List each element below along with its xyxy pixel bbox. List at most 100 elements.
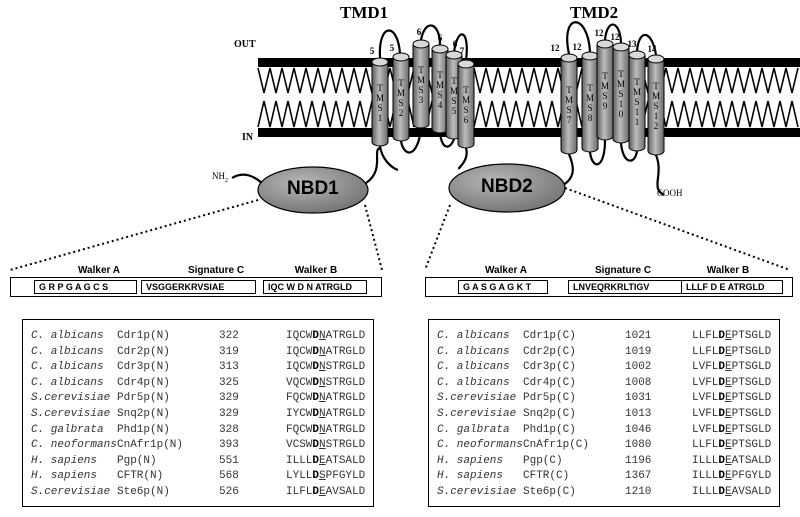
helix-label-char: 1 — [378, 113, 383, 123]
species-cell: H. sapiens — [31, 470, 98, 483]
adjacent-residue: N — [319, 361, 326, 374]
protein-cell: Cdr3p(N) — [117, 361, 170, 374]
loop — [365, 146, 381, 184]
protein-cell: Cdr3p(C) — [523, 361, 576, 374]
adjacent-residue: E — [725, 392, 732, 405]
species-cell: C. neoformans — [31, 439, 117, 452]
helix-label-char: 2 — [399, 108, 404, 118]
sequence-cell: LLFLDEPTSGLD — [692, 345, 772, 358]
walker-b-aspartate: D — [312, 392, 320, 405]
protein-cell: Cdr2p(N) — [117, 345, 170, 358]
loop — [452, 33, 468, 61]
walker-b-aspartate: D — [312, 376, 320, 389]
protein-cell: Snq2p(C) — [523, 408, 576, 420]
helix-number: 6 — [438, 33, 443, 43]
protein-cell: Snq2p(N) — [117, 408, 170, 420]
sequence-cell: VQCWDNSTRGLD — [286, 376, 366, 389]
position-cell: 551 — [219, 454, 239, 467]
walker-a-sequence-n: G R P G A G C S — [34, 280, 137, 294]
c-terminus-label: COOH — [657, 188, 683, 198]
transmembrane-helices: TMS15TMS25TMS36TMS46TMS56TMS67TMS712TMS8… — [370, 27, 665, 156]
adjacent-residue: E — [319, 486, 326, 498]
helix-label-char: M — [617, 79, 625, 89]
walker-b-aspartate: D — [312, 408, 320, 420]
position-cell: 319 — [219, 345, 239, 358]
helix-label-char: M — [462, 95, 470, 105]
loop — [231, 173, 263, 184]
helix-number: 6 — [453, 39, 458, 49]
helix-label-char: M — [633, 87, 641, 97]
helix-number: 12 — [551, 43, 561, 53]
walker-b-aspartate: D — [718, 345, 726, 358]
loop — [635, 33, 658, 56]
walker-b-aspartate: D — [718, 439, 726, 452]
helix-label-char: S — [634, 97, 639, 107]
walker-b-aspartate: D — [718, 376, 726, 389]
species-cell: H. sapiens — [31, 454, 98, 467]
signature-c-heading-c: Signature C — [594, 265, 652, 276]
adjacent-residue: E — [725, 408, 732, 420]
helix-label-char: 1 — [635, 117, 640, 127]
species-cell: C. galbrata — [437, 423, 510, 436]
loop — [419, 24, 442, 46]
sequence-cell: ILLLDEATSALD — [692, 454, 772, 467]
motif-bar-n: Walker A Signature C Walker B G R P G A … — [10, 265, 382, 297]
species-cell: C. albicans — [31, 376, 104, 389]
walker-b-aspartate: D — [718, 423, 726, 436]
helix-label-char: M — [450, 86, 458, 96]
protein-cell: Ste6p(C) — [523, 486, 576, 498]
walker-a-sequence-c: G A S G A G K T — [458, 280, 548, 294]
adjacent-residue: N — [319, 330, 326, 342]
loop — [438, 132, 456, 148]
sequence-cell: ILLLDEATSALD — [286, 454, 366, 467]
sequence-cell: IQCWDNSTRGLD — [286, 361, 366, 374]
protein-cell: Cdr2p(C) — [523, 345, 576, 358]
protein-cell: Phd1p(N) — [117, 423, 170, 436]
helix-label-char: T — [566, 85, 572, 95]
helix-label-char: 3 — [419, 95, 424, 105]
signature-c-heading-n: Signature C — [187, 265, 245, 276]
sequence-cell: ILLLDEPFGYLD — [692, 470, 772, 483]
helix-number: 5 — [370, 46, 375, 56]
loop — [562, 153, 574, 186]
species-cell: S.cerevisiae — [437, 486, 517, 498]
loop — [378, 145, 399, 172]
helix-label-char: S — [437, 90, 442, 100]
nbd2-label: NBD2 — [481, 176, 533, 197]
adjacent-residue: N — [319, 408, 326, 420]
protein-cell: Pdr5p(C) — [523, 392, 576, 405]
adjacent-residue: E — [725, 470, 732, 483]
helix-label-char: S — [398, 98, 403, 108]
connecting-loops — [231, 21, 665, 196]
helix-label-char: T — [653, 81, 659, 91]
sequence-cell: LVFLDEPTSGLD — [692, 392, 772, 405]
helix-label-char: T — [602, 71, 608, 81]
tmd1-label: TMD1 — [340, 3, 389, 22]
position-cell: 329 — [219, 392, 239, 405]
helix-label-char: T — [463, 85, 469, 95]
helix-number: 12 — [611, 32, 621, 42]
signature-c-sequence-n: VSGGERKRVSIAE — [141, 280, 256, 294]
helix-label-char: M — [417, 75, 425, 85]
membrane-band-outer — [258, 58, 800, 67]
species-cell: C. galbrata — [31, 423, 104, 436]
adjacent-residue: N — [319, 345, 326, 358]
lipid-bilayer — [257, 58, 800, 137]
loop — [619, 142, 639, 162]
loop — [457, 147, 468, 170]
adjacent-residue: N — [319, 439, 326, 452]
species-cell: S.cerevisiae — [437, 408, 517, 420]
adjacent-residue: S — [319, 470, 326, 483]
protein-cell: Cdr1p(N) — [117, 330, 170, 342]
helix-label-char: S — [418, 85, 423, 95]
adjacent-residue: E — [725, 439, 732, 452]
adjacent-residue: N — [319, 423, 326, 436]
